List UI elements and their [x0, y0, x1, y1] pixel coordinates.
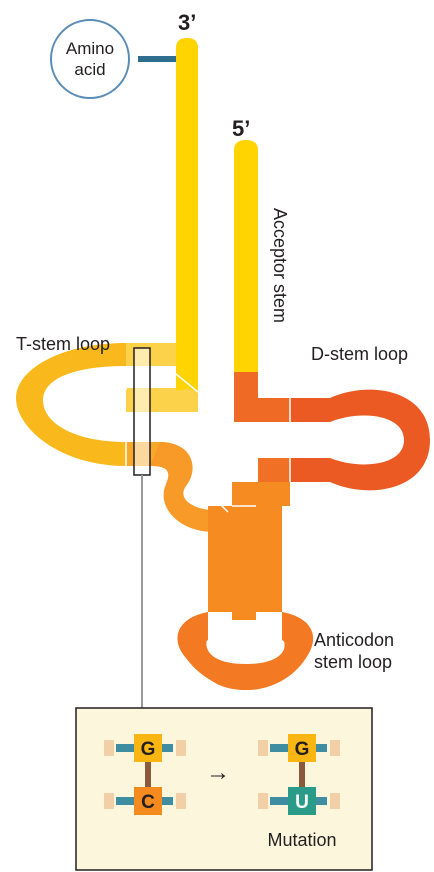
- amino-acid-label-line2: acid: [74, 60, 105, 79]
- acceptor-strand-5prime: [234, 140, 258, 372]
- amino-acid-circle: [51, 20, 129, 98]
- d-stem-loop: [234, 372, 430, 490]
- base-u-after-letter: U: [295, 792, 309, 813]
- hydrogen-bond-before: [145, 762, 151, 790]
- d-stem-loop-label: D-stem loop: [311, 344, 408, 364]
- mutation-arrow-icon: →: [206, 759, 230, 786]
- amino-acid-label-line1: Amino: [66, 39, 114, 58]
- five-prime-label: 5’: [232, 116, 250, 141]
- three-prime-label: 3’: [178, 10, 196, 35]
- acceptor-stem-label: Acceptor stem: [270, 208, 290, 323]
- mutation-inset: G C → G U Mutation: [76, 708, 372, 870]
- base-g-after-letter: G: [295, 739, 310, 760]
- anticodon-label-line2: stem loop: [314, 652, 392, 672]
- mutation-highlight-box: [134, 348, 150, 475]
- base-c-before-letter: C: [141, 792, 155, 813]
- t-stem-loop-label: T-stem loop: [16, 334, 110, 354]
- base-g-before-letter: G: [141, 739, 156, 760]
- anticodon-label-line1: Anticodon: [314, 630, 394, 650]
- mutation-caption: Mutation: [267, 830, 336, 850]
- hydrogen-bond-after: [299, 762, 305, 790]
- acceptor-strand-3prime: [176, 38, 198, 390]
